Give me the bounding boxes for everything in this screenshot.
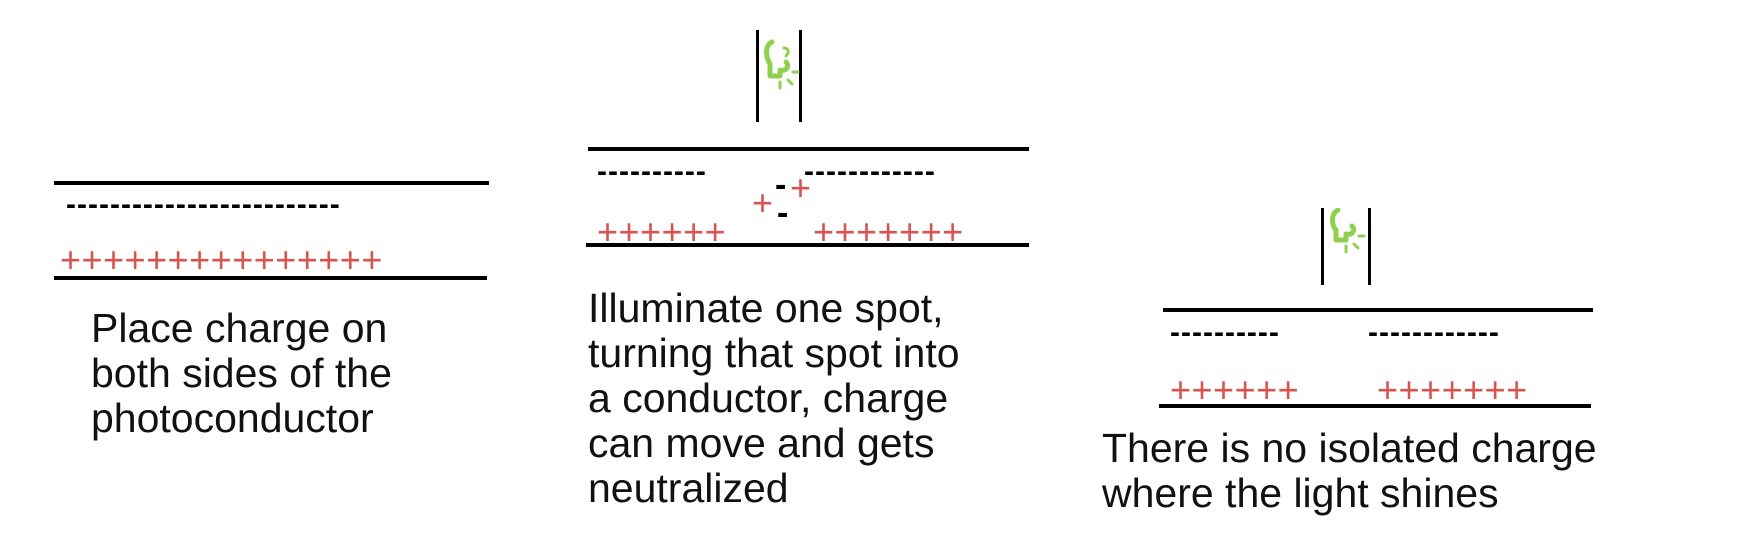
top-surface-line (54, 181, 489, 185)
bottom-surface-line (54, 276, 487, 280)
top-surface-line (588, 147, 1029, 151)
caption-line: Illuminate one spot, (588, 285, 944, 331)
panel-initial-charge: ------------------------- ++++++++++++++… (0, 0, 520, 550)
caption-line: a conductor, charge (588, 375, 949, 421)
panel-illuminate: ---------- ------------ - + + - ++++++ +… (586, 30, 1029, 511)
caption-line: photoconductor (91, 395, 374, 441)
negative-charge-row-left: ---------- (597, 155, 707, 188)
caption-line: where the light shines (1102, 470, 1499, 516)
moving-negative-charge: - (777, 194, 789, 232)
caption-line: turning that spot into (588, 330, 960, 376)
light-beam-left-edge (756, 30, 759, 122)
positive-charge-row-right: +++++++ (1377, 369, 1528, 410)
caption-place-charge: Place charge on both sides of the photoc… (91, 306, 392, 441)
light-beam-right-edge (799, 30, 802, 122)
negative-charge-row: ------------------------- (66, 188, 341, 221)
moving-negative-charge: - (775, 166, 787, 204)
top-surface-line (1163, 308, 1593, 312)
moving-positive-charge: + (790, 167, 812, 208)
caption-line: can move and gets (588, 420, 935, 466)
caption-illuminate: Illuminate one spot, turning that spot i… (588, 286, 960, 511)
positive-charge-row-left: ++++++ (1170, 369, 1300, 410)
bottom-surface-line (586, 243, 1029, 247)
light-bulb-icon (1330, 208, 1366, 254)
light-beam-left-edge (1321, 208, 1324, 285)
moving-positive-charge: + (752, 182, 774, 223)
negative-charge-row-right: ------------ (1368, 316, 1500, 349)
caption-no-isolated-charge: There is no isolated charge where the li… (1102, 426, 1597, 516)
caption-line: There is no isolated charge (1102, 425, 1597, 471)
bottom-surface-line (1159, 404, 1591, 408)
negative-charge-row-left: ---------- (1170, 316, 1280, 349)
caption-line: Place charge on (91, 305, 388, 351)
positive-charge-row: +++++++++++++++ (60, 239, 383, 280)
light-bulb-icon (764, 39, 800, 90)
caption-line: both sides of the (91, 350, 392, 396)
light-beam-right-edge (1368, 208, 1371, 285)
caption-line: neutralized (588, 465, 789, 511)
negative-charge-row-right: ------------ (804, 155, 936, 188)
